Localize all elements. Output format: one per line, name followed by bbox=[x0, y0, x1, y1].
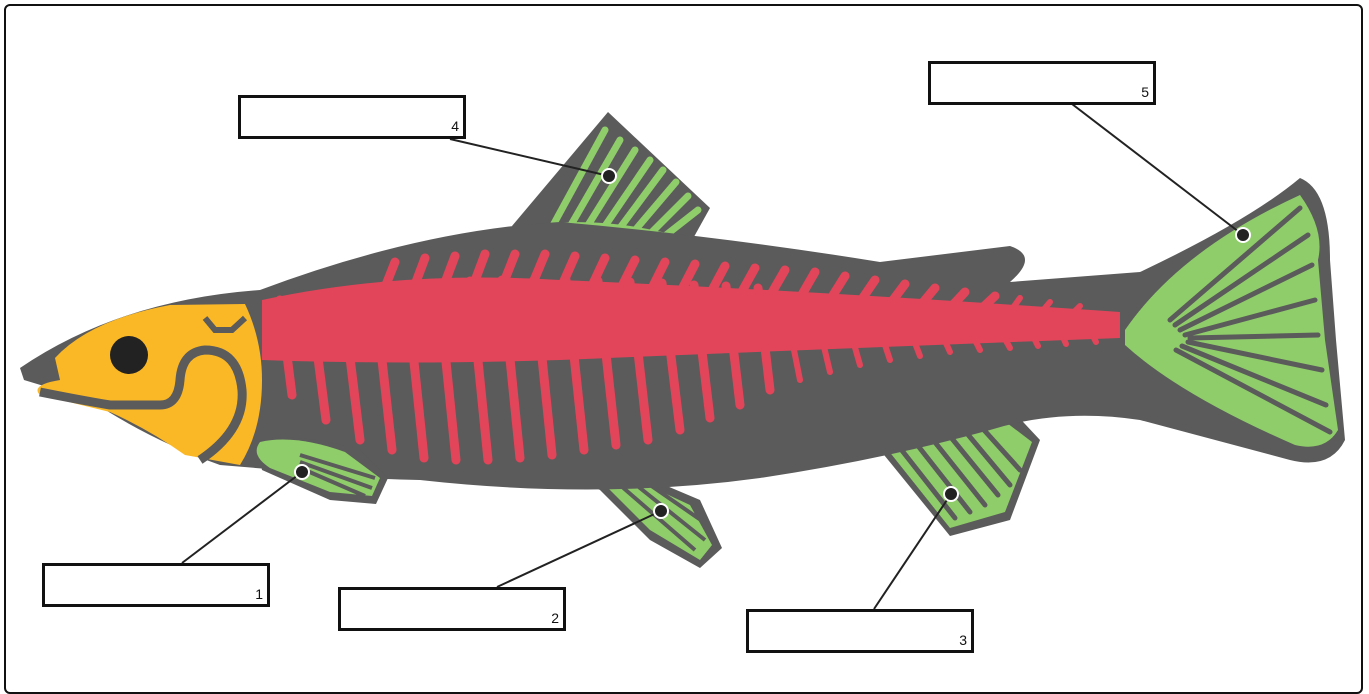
eye bbox=[110, 336, 148, 374]
point-5 bbox=[1236, 228, 1250, 242]
point-3 bbox=[944, 487, 958, 501]
label-box-1[interactable]: 1 bbox=[42, 563, 270, 607]
point-1 bbox=[295, 465, 309, 479]
label-box-2[interactable]: 2 bbox=[338, 587, 566, 631]
label-box-5[interactable]: 5 bbox=[928, 61, 1156, 105]
label-number-4: 4 bbox=[451, 118, 459, 134]
point-4 bbox=[602, 169, 616, 183]
label-number-5: 5 bbox=[1141, 84, 1149, 100]
label-box-4[interactable]: 4 bbox=[238, 95, 466, 139]
label-number-3: 3 bbox=[959, 632, 967, 648]
label-number-2: 2 bbox=[551, 610, 559, 626]
label-box-3[interactable]: 3 bbox=[746, 609, 974, 653]
point-2 bbox=[654, 504, 668, 518]
label-number-1: 1 bbox=[255, 586, 263, 602]
